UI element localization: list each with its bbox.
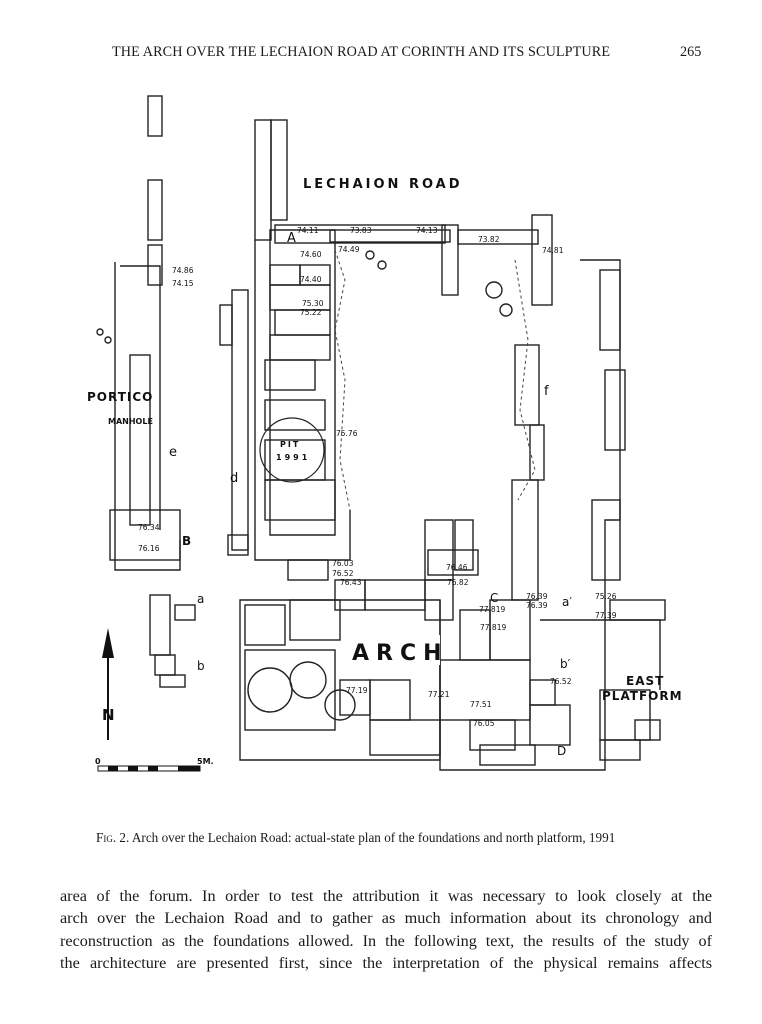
plan-label-portico: PORTICO bbox=[87, 390, 153, 404]
north-label: N bbox=[102, 706, 115, 724]
plan-label-arch: ARCH bbox=[352, 641, 449, 666]
elevation-label: 76.82 bbox=[447, 578, 469, 587]
elevation-label: 76.52 bbox=[332, 569, 354, 578]
site-plan-drawing: LECHAION ROAD PORTICO MANHOLE PIT 1991 A… bbox=[87, 95, 683, 772]
plan-letter: C bbox=[490, 591, 498, 605]
plan-letter: a bbox=[197, 592, 204, 606]
elevation-label: 74.60 bbox=[300, 250, 322, 259]
body-line: reconstruction as the foundations allowe… bbox=[60, 931, 712, 950]
elevation-label: 77.19 bbox=[346, 686, 368, 695]
plan-label-east: EAST bbox=[626, 674, 664, 688]
north-arrow-icon: N bbox=[102, 628, 115, 740]
figure-label: Fig. 2. bbox=[96, 830, 130, 845]
plan-label-manhole: MANHOLE bbox=[108, 417, 153, 426]
site-plan-figure: LECHAION ROAD PORTICO MANHOLE PIT 1991 A… bbox=[60, 80, 720, 800]
body-line: the architecture are presented first, si… bbox=[60, 953, 712, 972]
plan-label-platform: PLATFORM bbox=[602, 689, 683, 703]
elevation-label: 77.21 bbox=[428, 690, 450, 699]
elevation-label: 77.819 bbox=[480, 623, 506, 632]
elevation-label: 75.26 bbox=[595, 592, 617, 601]
body-line: area of the forum. In order to test the … bbox=[60, 887, 712, 905]
elevation-label: 75.30 bbox=[302, 299, 324, 308]
elevation-label: 74.13 bbox=[416, 226, 438, 235]
elevation-label: 76.05 bbox=[473, 719, 495, 728]
elevation-label: 74.11 bbox=[297, 226, 319, 235]
figure-caption: Fig. 2. Arch over the Lechaion Road: act… bbox=[96, 830, 615, 846]
elevation-label: 76.16 bbox=[138, 544, 160, 553]
plan-label-pit-year: 1991 bbox=[276, 453, 310, 462]
body-paragraph: area of the forum. In order to test the … bbox=[60, 885, 712, 974]
elevation-label: 73.82 bbox=[478, 235, 500, 244]
plan-letter: e bbox=[169, 445, 177, 460]
running-head: THE ARCH OVER THE LECHAION ROAD AT CORIN… bbox=[0, 44, 762, 66]
elevation-label: 74.40 bbox=[300, 275, 322, 284]
plan-letter: d bbox=[230, 471, 238, 486]
running-title: THE ARCH OVER THE LECHAION ROAD AT CORIN… bbox=[112, 44, 611, 60]
elevation-label: 75.76 bbox=[336, 429, 358, 438]
elevation-label: 74.15 bbox=[172, 279, 194, 288]
scale-zero-label: 0 bbox=[95, 757, 101, 766]
plan-letter: f bbox=[544, 384, 549, 399]
elevation-label: 74.86 bbox=[172, 266, 194, 275]
elevation-label: 76.39 bbox=[526, 601, 548, 610]
elevation-label: 76.46 bbox=[446, 563, 468, 572]
elevation-label: 77.819 bbox=[479, 605, 505, 614]
plan-letter: a′ bbox=[562, 595, 572, 609]
plan-letter: b bbox=[197, 659, 205, 673]
elevation-label: 73.83 bbox=[350, 226, 372, 235]
elevation-label: 76.43 bbox=[340, 578, 362, 587]
plan-letter: b′ bbox=[560, 657, 571, 671]
elevation-label: 76.34 bbox=[138, 523, 160, 532]
figure-caption-text: Arch over the Lechaion Road: actual-stat… bbox=[131, 830, 616, 845]
elevation-label: 75.22 bbox=[300, 308, 322, 317]
plan-letter: D bbox=[557, 744, 566, 758]
elevation-label: 76.52 bbox=[550, 677, 572, 686]
scale-five-label: 5M. bbox=[197, 757, 214, 766]
scale-bar: 0 5M. bbox=[95, 757, 214, 772]
elevation-label: 74.81 bbox=[542, 246, 564, 255]
plan-label-road: LECHAION ROAD bbox=[303, 177, 463, 192]
page-number: 265 bbox=[680, 44, 702, 60]
plan-letter: A bbox=[287, 231, 296, 246]
plan-letter: B bbox=[182, 534, 191, 548]
elevation-label: 74.49 bbox=[338, 245, 360, 254]
elevation-label: 76.39 bbox=[526, 592, 548, 601]
elevation-label: 76.03 bbox=[332, 559, 354, 568]
elevation-label: 77.39 bbox=[595, 611, 617, 620]
body-line: arch over the Lechaion Road and to gathe… bbox=[60, 909, 712, 928]
plan-label-pit: PIT bbox=[280, 440, 300, 449]
elevation-label: 77.51 bbox=[470, 700, 492, 709]
